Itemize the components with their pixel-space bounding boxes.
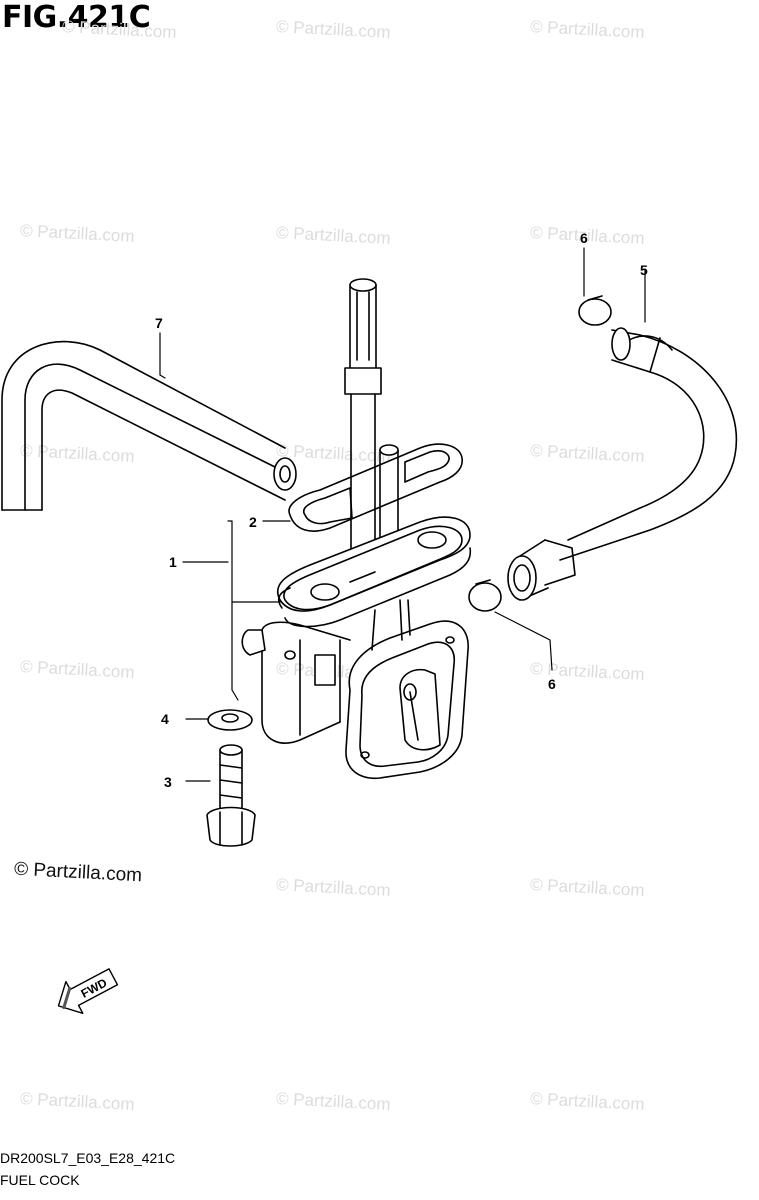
clip-part-6-upper	[578, 295, 612, 326]
callout-2: 2	[249, 514, 257, 530]
callout-4: 4	[161, 711, 169, 727]
clip-part-6-lower	[468, 579, 502, 612]
hose-part-5	[507, 327, 738, 601]
bolt-part-3	[206, 744, 256, 847]
callout-5: 5	[640, 262, 648, 278]
callout-6-upper: 6	[580, 230, 588, 246]
callout-7: 7	[155, 315, 163, 331]
hose-part-7	[1, 340, 297, 511]
figure-title: FIG.421C	[2, 0, 151, 35]
figure-caption: FUEL COCK	[0, 1172, 80, 1188]
figure-code: DR200SL7_E03_E28_421C	[0, 1150, 176, 1166]
callout-6-lower: 6	[548, 676, 556, 692]
callout-1: 1	[169, 554, 177, 570]
callout-3: 3	[164, 774, 172, 790]
fuel-cock-body	[241, 278, 472, 779]
washer-part-4	[207, 709, 253, 731]
leader-lines	[159, 247, 646, 782]
fwd-arrow-icon: FWD	[57, 968, 119, 1015]
